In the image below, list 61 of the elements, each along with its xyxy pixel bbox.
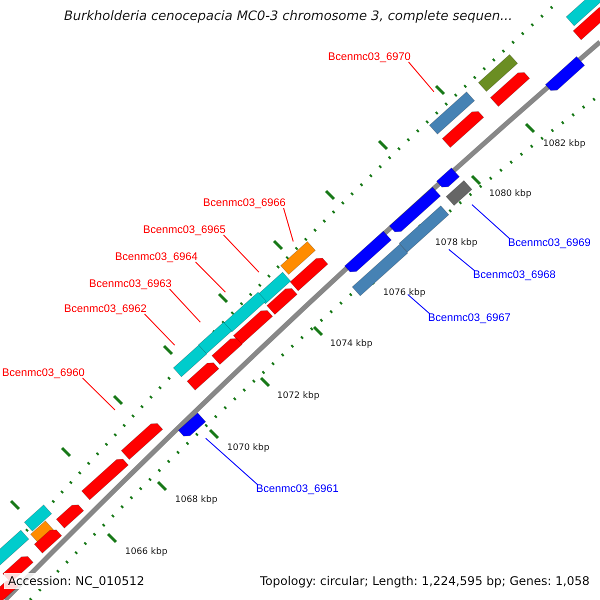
gene-label: Bcenmc03_6960 bbox=[2, 367, 85, 379]
leader-line bbox=[407, 294, 430, 314]
gene-bar bbox=[544, 56, 586, 91]
scale-label: 1082 kbp bbox=[543, 139, 586, 149]
leader-line bbox=[448, 248, 476, 272]
scale-label: 1078 kbp bbox=[435, 238, 478, 248]
gene-bar bbox=[572, 6, 600, 40]
scale-label: 1074 kbp bbox=[330, 339, 372, 349]
scale-label: 1070 kbp bbox=[227, 443, 270, 453]
gene-bar bbox=[436, 167, 460, 188]
gene-label: Bcenmc03_6970 bbox=[328, 51, 411, 63]
gene-bar bbox=[172, 344, 208, 378]
leader-line bbox=[82, 378, 116, 410]
gene-bar bbox=[566, 0, 600, 26]
gene-bar bbox=[428, 91, 476, 135]
gene-bar bbox=[352, 244, 408, 296]
title: Burkholderia cenocepacia MC0-3 chromosome 3, complete sequen... bbox=[64, 9, 512, 24]
scale-label: 1072 kbp bbox=[277, 391, 320, 401]
gene-bar bbox=[223, 292, 267, 332]
gene-label: Bcenmc03_6966 bbox=[203, 197, 286, 209]
gene-bar bbox=[0, 530, 30, 566]
leader-line bbox=[471, 204, 510, 240]
gene-bar bbox=[34, 530, 62, 554]
leader-line bbox=[205, 438, 258, 486]
gene-bar bbox=[186, 362, 220, 391]
gene-bar bbox=[442, 111, 484, 148]
gene-bar bbox=[81, 458, 129, 500]
gene-bar bbox=[120, 423, 164, 460]
scale-label: 1080 kbp bbox=[489, 189, 532, 199]
scale-label: 1068 kbp bbox=[175, 495, 218, 505]
scale-label: 1066 kbp bbox=[125, 547, 168, 557]
leader-line bbox=[408, 62, 434, 92]
gene-bar bbox=[178, 412, 206, 436]
gene-label: Bcenmc03_6968 bbox=[473, 269, 556, 281]
gene-bar bbox=[198, 322, 232, 354]
gene-label: Bcenmc03_6965 bbox=[143, 224, 226, 236]
gene-bar bbox=[344, 230, 392, 272]
gene-bar bbox=[232, 310, 274, 345]
gene-bar bbox=[211, 338, 243, 365]
leader-line bbox=[195, 262, 226, 293]
gene-bar bbox=[256, 272, 292, 304]
gene-bar bbox=[446, 180, 472, 206]
gene-label: Bcenmc03_6961 bbox=[256, 483, 339, 495]
gene-label: Bcenmc03_6964 bbox=[115, 251, 198, 263]
gene-bar bbox=[266, 288, 298, 315]
leader-line bbox=[144, 314, 176, 346]
gene-bar bbox=[290, 258, 328, 292]
gene-bar bbox=[490, 72, 530, 107]
gene-label: Bcenmc03_6962 bbox=[64, 303, 147, 315]
scale-label: 1076 kbp bbox=[383, 288, 426, 298]
gene-bar bbox=[280, 241, 316, 275]
gene-bar bbox=[389, 186, 441, 232]
leader-line bbox=[283, 208, 294, 242]
gene-label: Bcenmc03_6967 bbox=[428, 312, 511, 324]
gene-bar bbox=[56, 504, 84, 529]
leader-line bbox=[169, 288, 201, 323]
gene-label: Bcenmc03_6969 bbox=[508, 237, 591, 249]
gene-label: Bcenmc03_6963 bbox=[89, 278, 172, 290]
leader-line bbox=[223, 234, 260, 273]
gene-bar bbox=[478, 54, 518, 92]
gene-bar bbox=[24, 504, 52, 532]
